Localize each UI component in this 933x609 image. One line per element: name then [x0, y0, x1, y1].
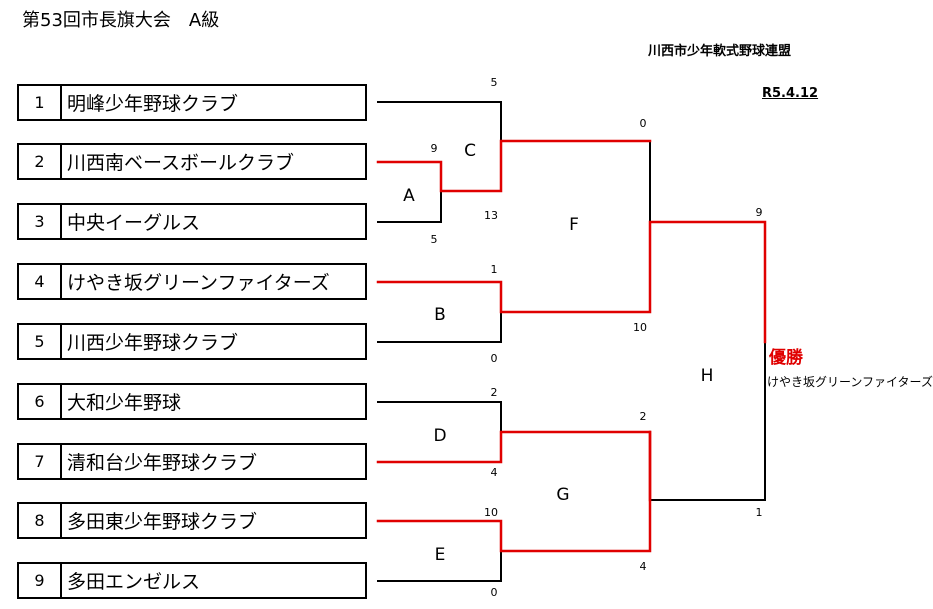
- score-d-bottom: 4: [491, 466, 498, 479]
- score-h-bottom: 1: [756, 506, 763, 519]
- team-entry-7: 7 清和台少年野球クラブ: [17, 443, 367, 480]
- score-b-bottom: 0: [491, 352, 498, 365]
- score-b-top: 1: [491, 263, 498, 276]
- organizer-label: 川西市少年軟式野球連盟: [648, 44, 792, 59]
- score-c-bottom: 13: [484, 209, 498, 222]
- score-a-bottom: 5: [431, 233, 438, 246]
- team-name: 多田エンゼルス: [67, 571, 201, 593]
- team-seed: 4: [19, 265, 62, 298]
- score-f-bottom: 10: [633, 321, 647, 334]
- team-seed: 3: [19, 205, 62, 238]
- match-label-d: D: [433, 426, 446, 446]
- champion-team: けやき坂グリーンファイターズ: [767, 375, 933, 389]
- team-entry-6: 6 大和少年野球: [17, 383, 367, 420]
- score-a-top: 9: [431, 142, 438, 155]
- match-label-a: A: [403, 186, 415, 206]
- team-seed: 8: [19, 504, 62, 537]
- winner-line: [376, 139, 652, 193]
- match-label-g: G: [556, 485, 569, 505]
- match-label-f: F: [569, 215, 579, 235]
- champion-label: 優勝: [769, 348, 803, 368]
- date-label: R5.4.12: [762, 86, 819, 101]
- team-entry-3: 3 中央イーグルス: [17, 203, 367, 240]
- score-f-top: 0: [640, 117, 647, 130]
- page-title: 第53回市長旗大会 A級: [22, 10, 220, 31]
- score-e-bottom: 0: [491, 586, 498, 599]
- team-name: 中央イーグルス: [67, 212, 201, 234]
- bracket-line: [649, 341, 766, 501]
- score-c-top: 5: [491, 76, 498, 89]
- bracket-line: [377, 401, 502, 433]
- team-seed: 2: [19, 145, 62, 178]
- winner-line: [376, 430, 652, 502]
- score-g-bottom: 4: [640, 560, 647, 573]
- bracket-line: [377, 190, 442, 223]
- team-name: 川西少年野球クラブ: [67, 332, 239, 354]
- match-label-h: H: [701, 366, 714, 386]
- match-label-e: E: [435, 545, 446, 565]
- team-seed: 5: [19, 325, 62, 358]
- team-name: 清和台少年野球クラブ: [67, 452, 258, 474]
- team-name: 多田東少年野球クラブ: [67, 511, 258, 533]
- team-name: 川西南ベースボールクラブ: [67, 152, 295, 174]
- winner-line: [376, 220, 767, 344]
- team-name: けやき坂グリーンファイターズ: [67, 272, 330, 294]
- bracket-line: [377, 101, 502, 142]
- team-seed: 6: [19, 385, 62, 418]
- bracket-line: [377, 311, 502, 343]
- team-entry-5: 5 川西少年野球クラブ: [17, 323, 367, 360]
- bracket-line: [377, 550, 502, 582]
- team-entry-8: 8 多田東少年野球クラブ: [17, 502, 367, 539]
- team-name: 明峰少年野球クラブ: [67, 93, 239, 115]
- match-label-b: B: [434, 305, 446, 325]
- score-d-top: 2: [491, 386, 498, 399]
- match-label-c: C: [464, 141, 476, 161]
- score-e-top: 10: [484, 506, 498, 519]
- score-h-top: 9: [756, 206, 763, 219]
- score-g-top: 2: [640, 410, 647, 423]
- team-seed: 1: [19, 86, 62, 119]
- team-entry-1: 1 明峰少年野球クラブ: [17, 84, 367, 121]
- winner-line: [376, 430, 652, 553]
- team-entry-2: 2 川西南ベースボールクラブ: [17, 143, 367, 180]
- team-entry-4: 4 けやき坂グリーンファイターズ: [17, 263, 367, 300]
- team-name: 大和少年野球: [67, 392, 182, 414]
- team-entry-9: 9 多田エンゼルス: [17, 562, 367, 599]
- team-seed: 7: [19, 445, 62, 478]
- team-seed: 9: [19, 564, 62, 597]
- bracket-line: [500, 140, 651, 223]
